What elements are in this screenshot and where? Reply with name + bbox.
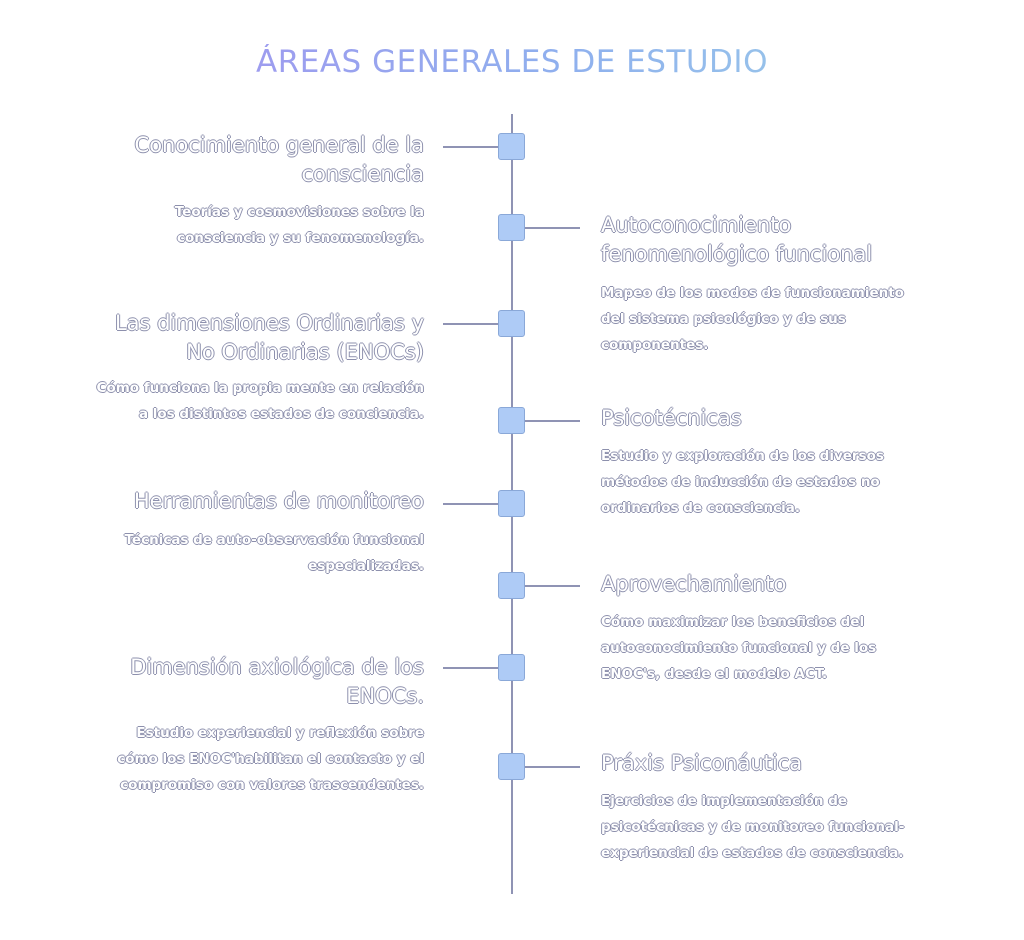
- item-heading-5: Herramientas de monitoreo: [133, 489, 424, 513]
- item-heading-6: Aprovechamiento: [601, 572, 787, 596]
- item-description-8: Ejercicios de implementación de psicotéc…: [601, 793, 905, 861]
- item-heading-7: Dimensión axiológica de los ENOCs.: [130, 655, 424, 708]
- item-heading-3: Las dimensiones Ordinarias y No Ordinari…: [114, 311, 424, 364]
- timeline-node-4: [498, 407, 525, 434]
- item-description-1: Teorías y cosmovisiones sobre la conscie…: [174, 204, 424, 246]
- timeline-node-2: [498, 214, 525, 241]
- item-heading-2: Autoconocimiento fenomenológico funciona…: [601, 213, 873, 266]
- connector-7: [443, 667, 500, 669]
- item-description-6: Cómo maximizar los beneficios del autoco…: [601, 614, 877, 682]
- item-heading-8: Práxis Psiconáutica: [601, 751, 803, 775]
- timeline-node-7: [498, 654, 525, 681]
- item-description-3: Cómo funciona la propia mente en relació…: [96, 380, 424, 422]
- connector-6: [524, 585, 580, 587]
- connector-8: [524, 766, 580, 768]
- connector-2: [524, 227, 580, 229]
- timeline-node-5: [498, 490, 525, 517]
- page-title: ÁREAS GENERALES DE ESTUDIO: [0, 44, 1024, 80]
- item-heading-4: Psicotécnicas: [601, 406, 742, 430]
- connector-1: [443, 146, 500, 148]
- connector-3: [443, 323, 500, 325]
- timeline-node-6: [498, 572, 525, 599]
- item-description-4: Estudio y exploración de los diversos mé…: [601, 448, 884, 516]
- item-description-5: Técnicas de auto-observación funcional e…: [124, 532, 425, 574]
- connector-4: [524, 420, 580, 422]
- timeline-node-1: [498, 133, 525, 160]
- connector-5: [443, 503, 500, 505]
- timeline-node-3: [498, 310, 525, 337]
- item-description-7: Estudio experiencial y reflexión sobre c…: [117, 725, 424, 793]
- item-description-2: Mapeo de los modos de funcionamiento del…: [601, 285, 904, 353]
- timeline-node-8: [498, 753, 525, 780]
- item-heading-1: Conocimiento general de la consciencia: [134, 133, 424, 186]
